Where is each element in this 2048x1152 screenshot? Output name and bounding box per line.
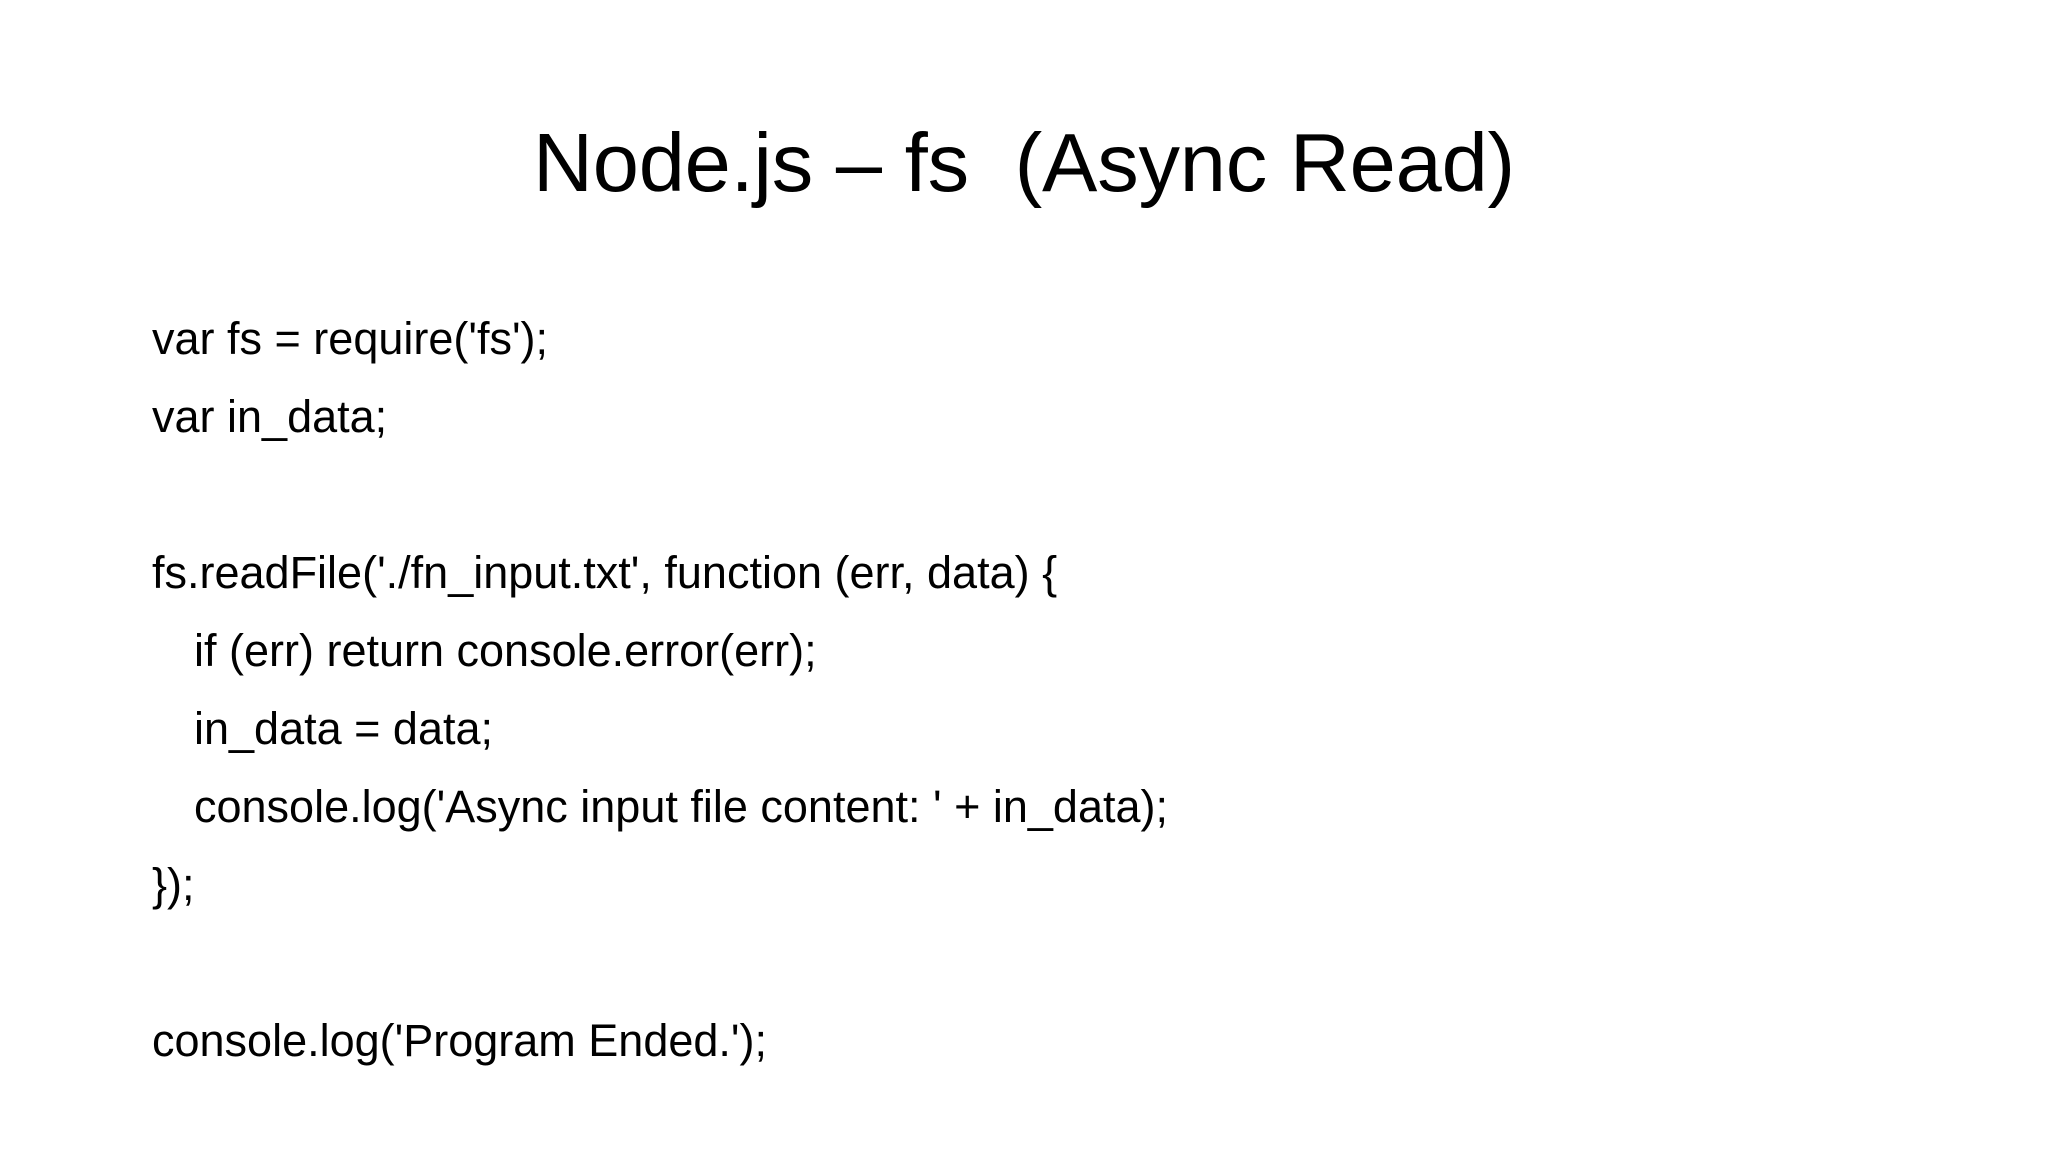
code-line: var in_data; — [152, 391, 388, 442]
code-line: console.log('Async input file content: '… — [194, 781, 1169, 832]
page-title: Node.js – fs (Async Read) — [533, 116, 1515, 210]
code-line-blank — [152, 456, 1928, 534]
code-line-blank — [152, 924, 1928, 1002]
slide-content-placeholder: var fs = require('fs'); var in_data; fs.… — [152, 300, 1928, 1080]
code-line: var fs = require('fs'); — [152, 313, 549, 364]
slide-title-placeholder: Node.js – fs (Async Read) — [0, 108, 2048, 218]
code-line: if (err) return console.error(err); — [194, 625, 817, 676]
code-line: }); — [152, 859, 195, 910]
code-line: fs.readFile('./fn_input.txt', function (… — [152, 547, 1058, 598]
code-line: console.log('Program Ended.'); — [152, 1015, 767, 1066]
code-line: in_data = data; — [194, 703, 494, 754]
